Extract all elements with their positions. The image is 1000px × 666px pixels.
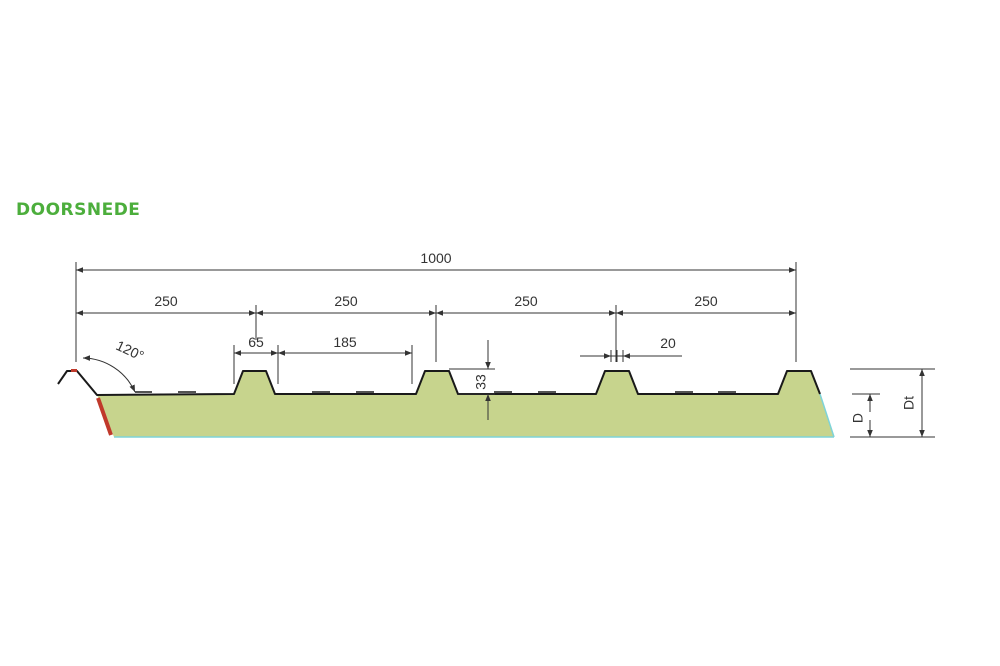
right-edge <box>819 393 835 438</box>
insulation-core <box>97 371 834 437</box>
dim-rib-top-label: 65 <box>248 334 264 350</box>
dim-pitch-label-2: 250 <box>334 293 358 309</box>
dim-total-thickness-label: Dt <box>901 396 917 410</box>
dim-angle-arc <box>82 355 136 393</box>
profile-sheet <box>57 370 821 396</box>
dim-total-label: 1000 <box>420 250 451 266</box>
dim-pitch-label-4: 250 <box>694 293 718 309</box>
edge-seal <box>96 397 113 436</box>
dim-pitch-label-3: 250 <box>514 293 538 309</box>
dim-pitch-label-1: 250 <box>154 293 178 309</box>
overlap-mark <box>71 369 77 372</box>
dim-angle-label: 120° <box>114 337 147 364</box>
dim-detail-label: 20 <box>660 335 676 351</box>
section-title: DOORSNEDE <box>16 200 141 220</box>
dim-rib-height-label: 33 <box>473 374 489 390</box>
dim-rib-gap-label: 185 <box>333 334 357 350</box>
dim-core-label: D <box>850 413 866 423</box>
